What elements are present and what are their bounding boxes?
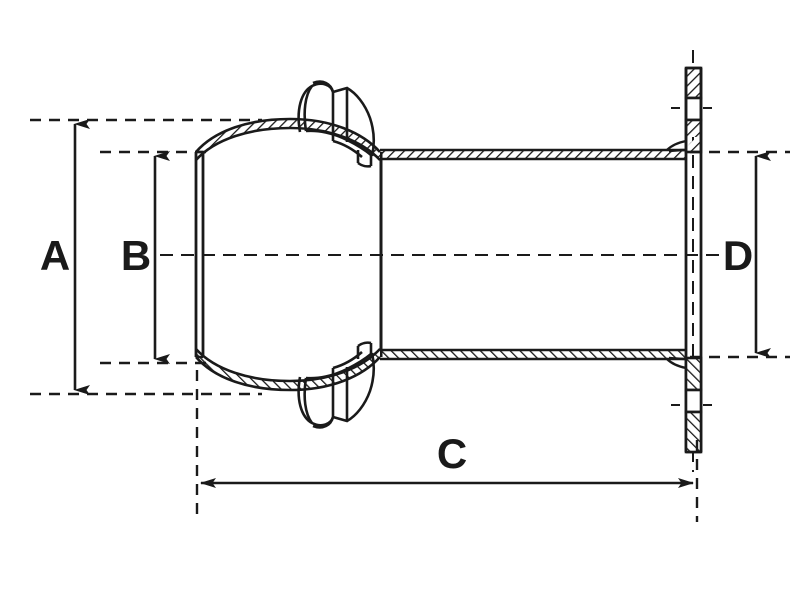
flange-upper-outer-section [684,66,703,100]
dimension-label-b: B [121,232,151,279]
bulb-inner-arc-bottom [195,348,381,383]
flange-upper-bolt-hole [684,96,703,122]
flange-upper-inner-section [686,120,701,152]
pipe-wall-top-section [380,148,687,161]
flange [666,66,703,454]
bulb-outer-arc-bottom [195,356,381,392]
cam-lever-top-arm [305,129,372,157]
flange-lower-inner-section [684,356,703,392]
flange-lower-outer-section [684,410,703,454]
extension-lines [30,118,790,522]
pipe-barrel [379,148,687,361]
bulb-inner-arc-top [195,126,381,161]
cam-lever-top [297,80,376,168]
dimension-label-d: D [723,232,753,279]
flange-fillet-top [668,148,688,153]
dimension-label-a: A [40,232,70,279]
cam-lever-bottom [297,341,376,429]
dimension-lines [73,119,771,488]
cam-lever-bottom-arm [305,352,372,380]
flange-lower-bolt-hole [684,388,703,414]
flange-fillet-bottom [668,356,688,361]
dimension-label-c: C [437,430,467,477]
pipe-wall-bottom-section [380,348,687,361]
bulb-outer-arc-top [195,117,381,153]
dimension-labels: A B C D [40,232,753,477]
drawing-content: A B C D [30,50,790,522]
centerlines [160,50,720,472]
